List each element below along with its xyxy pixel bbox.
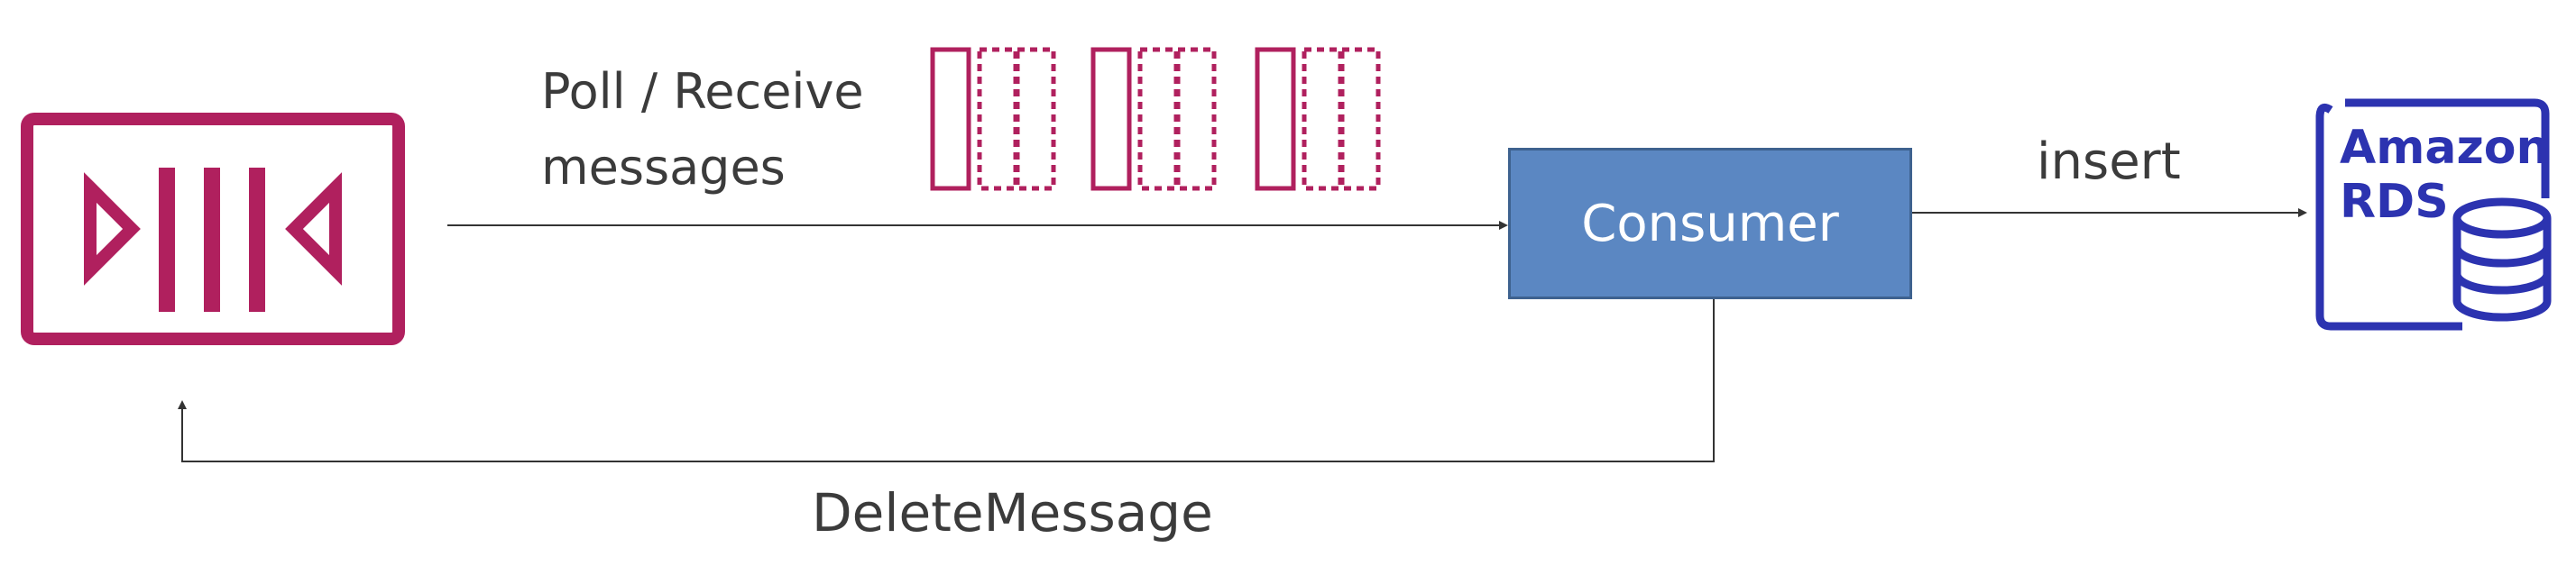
message-batch-2 xyxy=(1090,47,1217,191)
sqs-queue-icon xyxy=(21,113,405,345)
delete-arrow xyxy=(178,299,1715,462)
amazon-rds-label: Amazon RDS xyxy=(2340,121,2550,229)
consumer-box: Consumer xyxy=(1508,148,1912,299)
message-dashed-icon xyxy=(1015,47,1056,191)
queue-right-triangle-icon xyxy=(285,172,342,286)
message-batch-3 xyxy=(1255,47,1381,191)
message-icon xyxy=(1255,47,1296,191)
message-dashed-icon xyxy=(1302,47,1343,191)
poll-label-line2: messages xyxy=(541,139,786,196)
amazon-rds-icon xyxy=(2315,98,2552,331)
message-dashed-icon xyxy=(977,47,1018,191)
message-dashed-icon xyxy=(1175,47,1217,191)
message-dashed-icon xyxy=(1339,47,1381,191)
queue-left-triangle-icon xyxy=(84,172,141,286)
poll-receive-label: Poll / Receive messages xyxy=(541,54,864,205)
database-icon xyxy=(2452,197,2552,322)
queue-bar-icon xyxy=(159,168,175,312)
rds-label-line1: Amazon xyxy=(2340,121,2550,175)
message-icon xyxy=(930,47,971,191)
insert-label: insert xyxy=(2037,132,2181,191)
queue-bar-icon xyxy=(204,168,220,312)
message-batch-1 xyxy=(930,47,1056,191)
message-icon xyxy=(1090,47,1132,191)
queue-bar-icon xyxy=(249,168,265,312)
message-dashed-icon xyxy=(1137,47,1179,191)
rds-label-line2: RDS xyxy=(2340,175,2449,229)
consumer-label: Consumer xyxy=(1581,194,1839,253)
delete-message-label: DeleteMessage xyxy=(812,482,1213,543)
poll-label-line1: Poll / Receive xyxy=(541,63,864,120)
